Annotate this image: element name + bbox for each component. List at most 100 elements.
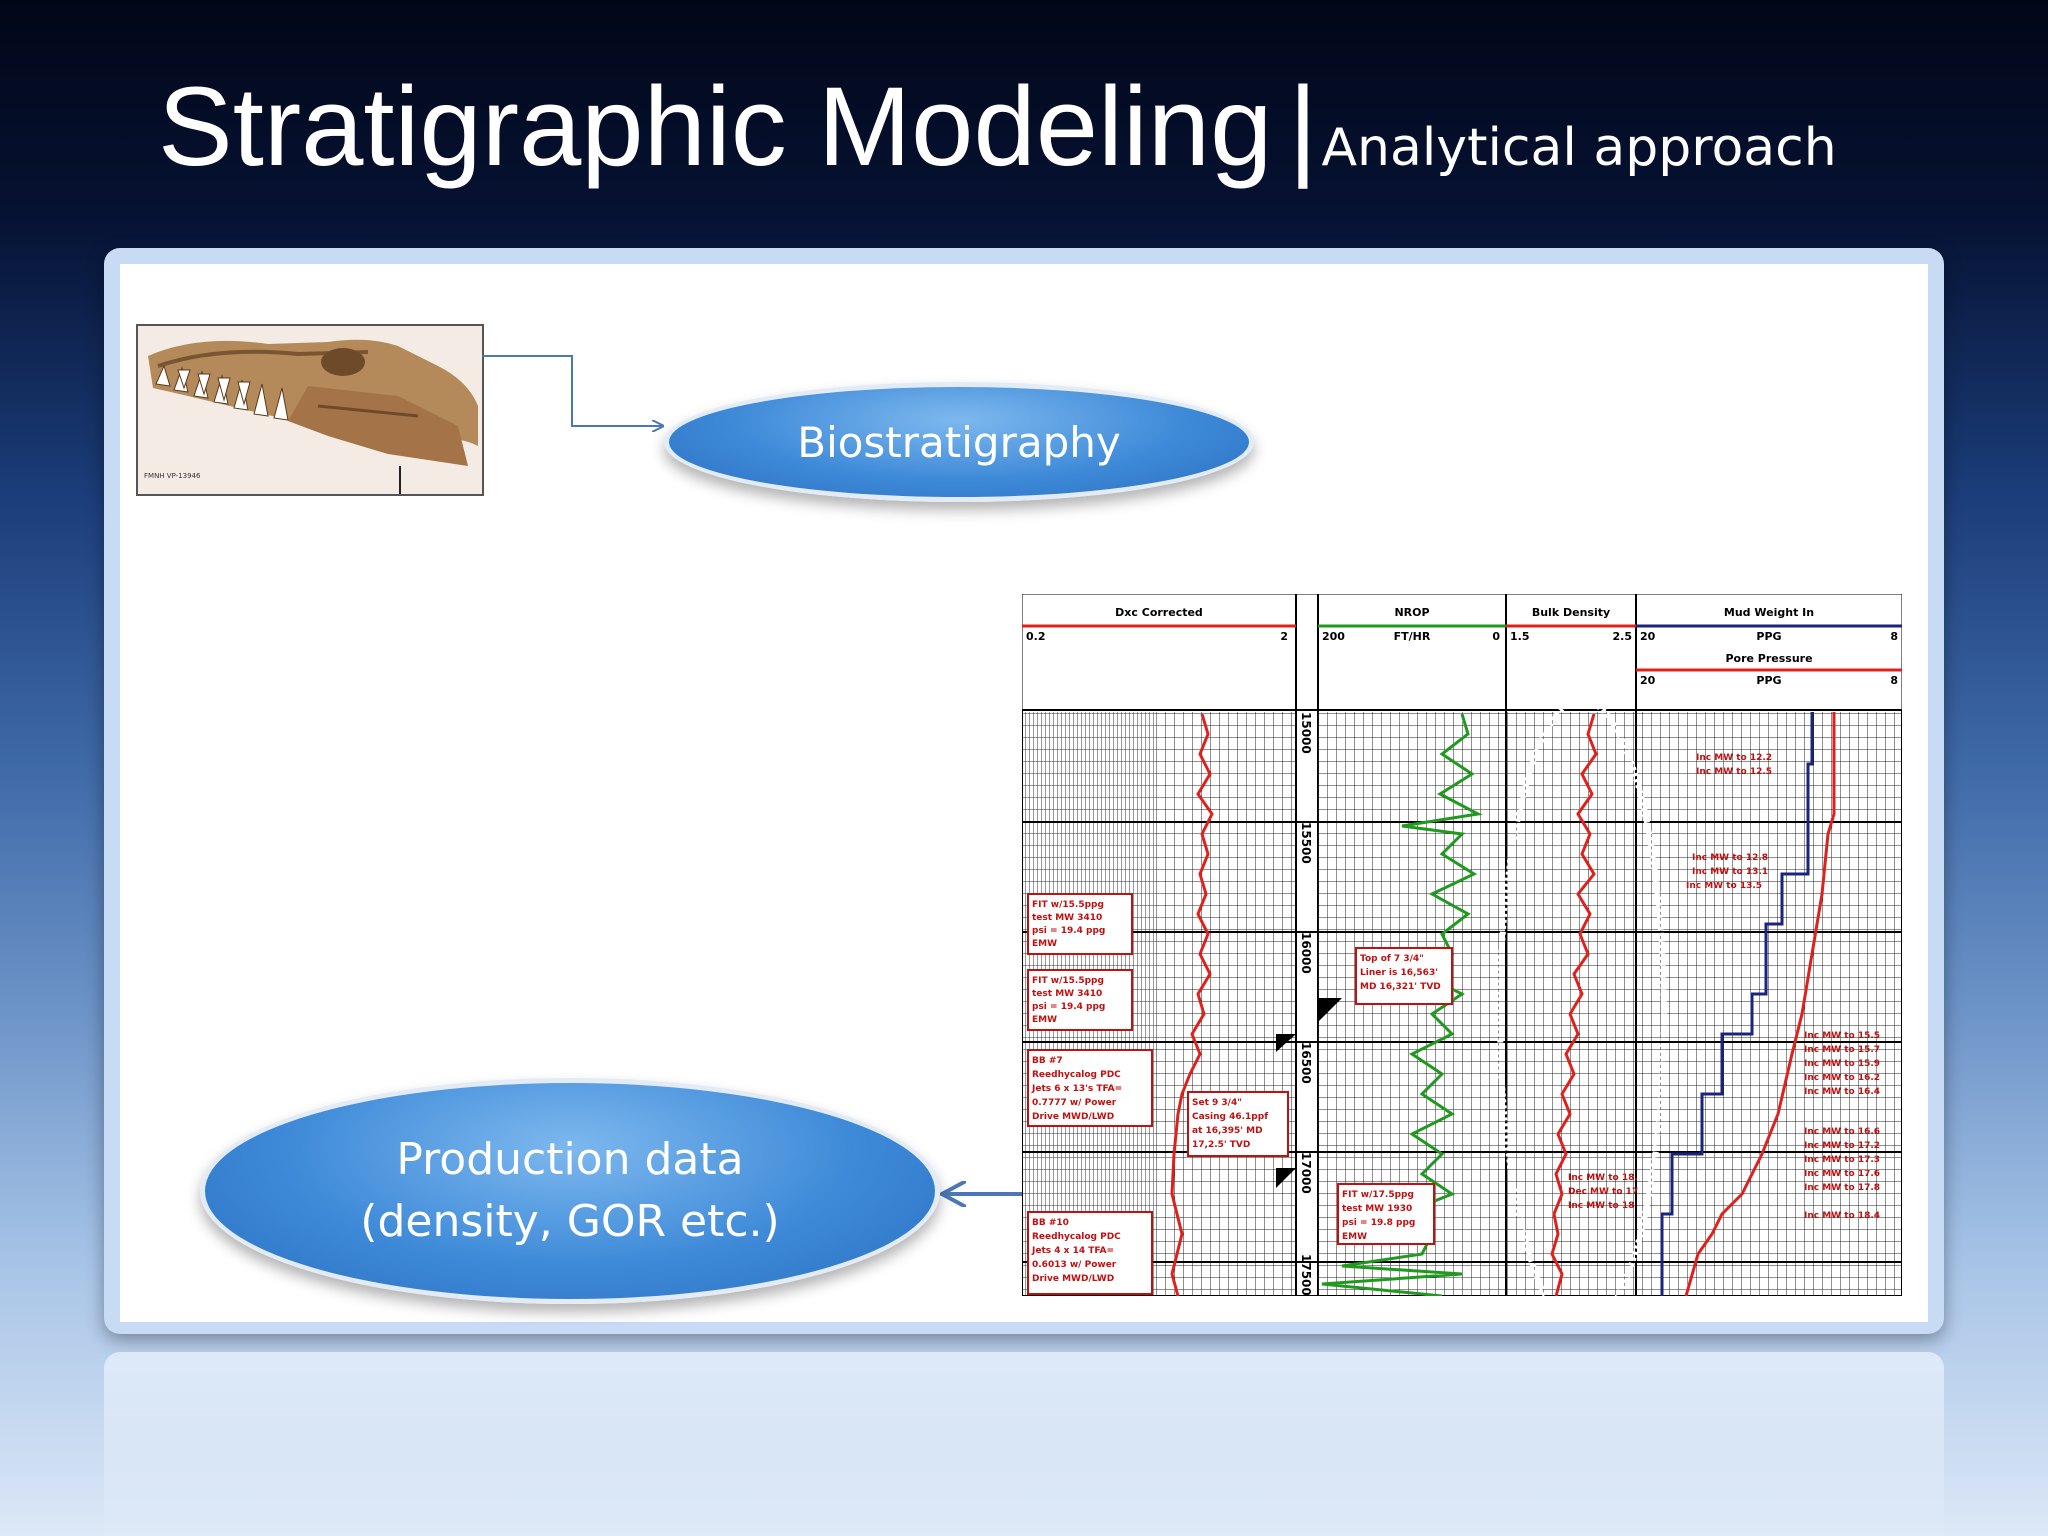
production-label-line2: (density, GOR etc.) <box>360 1196 780 1247</box>
mud-weight-unit: PPG <box>1756 630 1781 643</box>
svg-text:Inc MW to 16.4: Inc MW to 16.4 <box>1804 1087 1880 1097</box>
svg-text:Inc MW to 12.8: Inc MW to 12.8 <box>1692 853 1768 863</box>
svg-text:Inc MW to 18.: Inc MW to 18. <box>1568 1173 1638 1183</box>
svg-text:Inc MW to 13.1: Inc MW to 13.1 <box>1692 867 1768 877</box>
mw-notes-top: Inc MW to 12.2 Inc MW to 12.5 <box>1696 753 1772 777</box>
liner-note: Top of 7 3/4" Liner is 16,563' MD 16,321… <box>1355 947 1453 1005</box>
production-data-bubble: Production data (density, GOR etc.) <box>200 1078 940 1304</box>
bio-connector-arrow <box>482 355 662 426</box>
svg-text:Inc MW to 13.5: Inc MW to 13.5 <box>1686 881 1762 891</box>
svg-text:Inc MW to 15.5: Inc MW to 15.5 <box>1804 1031 1880 1041</box>
mw-notes-density: Inc MW to 18. Dec MW to 17 Inc MW to 18 <box>1568 1173 1638 1211</box>
bit-note-7: BB #7 Reedhycalog PDC Jets 6 x 13's TFA=… <box>1027 1049 1153 1127</box>
skull-caption: FMNH VP-13946 <box>144 472 201 480</box>
nrop-max: 0 <box>1492 630 1500 643</box>
pore-pressure-title: Pore Pressure <box>1725 652 1812 665</box>
biostratigraphy-label: Biostratigraphy <box>797 417 1121 467</box>
mud-weight-min: 20 <box>1640 630 1656 643</box>
bulk-density-max: 2.5 <box>1613 630 1633 643</box>
mw-notes-right: Inc MW to 15.5 Inc MW to 15.7 Inc MW to … <box>1804 1031 1880 1221</box>
svg-text:BB #10: BB #10 <box>1032 1218 1069 1228</box>
svg-text:MD 16,321' TVD: MD 16,321' TVD <box>1360 982 1441 992</box>
nrop-min: 200 <box>1322 630 1345 643</box>
pore-pressure-unit: PPG <box>1756 674 1781 687</box>
svg-text:Inc MW to 17.2: Inc MW to 17.2 <box>1804 1141 1880 1151</box>
nrop-unit: FT/HR <box>1394 630 1431 643</box>
svg-text:Casing 46.1ppf: Casing 46.1ppf <box>1192 1112 1268 1122</box>
dxc-min: 0.2 <box>1026 630 1046 643</box>
svg-text:Drive MWD/LWD: Drive MWD/LWD <box>1032 1112 1114 1122</box>
svg-text:Dec MW to 17: Dec MW to 17 <box>1568 1187 1638 1197</box>
dxc-linear-grid <box>1156 712 1296 1296</box>
svg-text:EMW: EMW <box>1342 1232 1367 1242</box>
svg-text:Reedhycalog PDC: Reedhycalog PDC <box>1032 1232 1121 1242</box>
svg-text:Inc MW to 15.7: Inc MW to 15.7 <box>1804 1045 1880 1055</box>
frame-reflection <box>104 1352 1944 1536</box>
svg-text:Drive MWD/LWD: Drive MWD/LWD <box>1032 1274 1114 1284</box>
svg-text:Inc MW to 18: Inc MW to 18 <box>1568 1201 1634 1211</box>
title-separator: | <box>1288 64 1318 189</box>
svg-text:test MW 1930: test MW 1930 <box>1342 1204 1412 1214</box>
svg-text:Jets 4 x 14 TFA=: Jets 4 x 14 TFA= <box>1031 1246 1114 1256</box>
svg-text:psi = 19.4 ppg: psi = 19.4 ppg <box>1032 926 1105 936</box>
svg-text:psi = 19.8 ppg: psi = 19.8 ppg <box>1342 1218 1415 1228</box>
dxc-max: 2 <box>1280 630 1288 643</box>
fit-note-1: FIT w/15.5ppg test MW 3410 psi = 19.4 pp… <box>1027 893 1133 955</box>
dxc-track-title: Dxc Corrected <box>1115 606 1203 619</box>
svg-text:FIT w/15.5ppg: FIT w/15.5ppg <box>1032 900 1104 910</box>
svg-text:test MW 3410: test MW 3410 <box>1032 913 1102 923</box>
svg-text:Set 9 3/4": Set 9 3/4" <box>1192 1098 1242 1108</box>
bit-note-10: BB #10 Reedhycalog PDC Jets 4 x 14 TFA= … <box>1027 1211 1153 1295</box>
svg-text:Jets 6 x 13's TFA=: Jets 6 x 13's TFA= <box>1031 1084 1122 1094</box>
svg-text:Inc MW to 12.2: Inc MW to 12.2 <box>1696 753 1772 763</box>
svg-text:Inc MW to 18.4: Inc MW to 18.4 <box>1804 1211 1880 1221</box>
biostratigraphy-bubble: Biostratigraphy <box>664 382 1254 502</box>
dxc-curve <box>1170 713 1214 1296</box>
depth-label: 15500 <box>1299 822 1313 864</box>
svg-text:Inc MW to 16.2: Inc MW to 16.2 <box>1804 1073 1880 1083</box>
svg-text:Inc MW to 15.9: Inc MW to 15.9 <box>1804 1059 1880 1069</box>
svg-text:BB #7: BB #7 <box>1032 1056 1063 1066</box>
svg-text:Inc MW to 16.6: Inc MW to 16.6 <box>1804 1127 1880 1137</box>
density-grid <box>1506 712 1636 1296</box>
pore-pressure-min: 20 <box>1640 674 1656 687</box>
bulk-density-min: 1.5 <box>1510 630 1530 643</box>
casing-note: Set 9 3/4" Casing 46.1ppf at 16,395' MD … <box>1187 1091 1289 1157</box>
skull-photo: FMNH VP-13946 <box>136 324 484 496</box>
fit-note-2: FIT w/15.5ppg test MW 3410 psi = 19.4 pp… <box>1027 969 1133 1031</box>
svg-text:Top of 7 3/4": Top of 7 3/4" <box>1360 954 1424 964</box>
mw-notes-mid: Inc MW to 12.8 Inc MW to 13.1 Inc MW to … <box>1686 853 1768 891</box>
mud-weight-curve <box>1660 712 1814 1296</box>
svg-text:at 16,395' MD: at 16,395' MD <box>1192 1126 1263 1136</box>
svg-text:0.6013 w/ Power: 0.6013 w/ Power <box>1032 1260 1117 1270</box>
mud-weight-title: Mud Weight In <box>1724 606 1814 619</box>
svg-text:FIT w/17.5ppg: FIT w/17.5ppg <box>1342 1190 1414 1200</box>
title-subtitle: Analytical approach <box>1321 118 1837 178</box>
depth-label: 16000 <box>1299 932 1313 974</box>
svg-text:Inc MW to 12.5: Inc MW to 12.5 <box>1696 767 1772 777</box>
svg-text:EMW: EMW <box>1032 939 1057 949</box>
nrop-track-title: NROP <box>1394 606 1429 619</box>
depth-label: 17000 <box>1299 1152 1313 1194</box>
well-log-chart: Dxc Corrected 0.2 2 NROP 200 FT/HR 0 Bul… <box>1022 594 1902 1296</box>
mud-weight-max: 8 <box>1890 630 1898 643</box>
pore-pressure-max: 8 <box>1890 674 1898 687</box>
svg-text:psi = 19.4 ppg: psi = 19.4 ppg <box>1032 1002 1105 1012</box>
depth-label: 16500 <box>1299 1042 1313 1084</box>
svg-text:FIT w/15.5ppg: FIT w/15.5ppg <box>1032 976 1104 986</box>
production-label-line1: Production data <box>396 1134 744 1186</box>
svg-text:Inc MW to 17.8: Inc MW to 17.8 <box>1804 1183 1880 1193</box>
depth-label: 15000 <box>1299 712 1313 754</box>
svg-text:Liner is 16,563': Liner is 16,563' <box>1360 968 1438 978</box>
svg-text:test MW 3410: test MW 3410 <box>1032 989 1102 999</box>
depth-label: 17500 <box>1299 1254 1313 1296</box>
mud-weight-grid <box>1636 712 1902 1296</box>
fit-note-3: FIT w/17.5ppg test MW 1930 psi = 19.8 pp… <box>1337 1183 1435 1245</box>
density-highlight-ellipse <box>1497 697 1667 1296</box>
svg-text:Reedhycalog PDC: Reedhycalog PDC <box>1032 1070 1121 1080</box>
svg-text:EMW: EMW <box>1032 1015 1057 1025</box>
bulk-density-curve <box>1550 713 1598 1296</box>
svg-text:Inc MW to 17.3: Inc MW to 17.3 <box>1804 1155 1880 1165</box>
svg-text:17,2.5' TVD: 17,2.5' TVD <box>1192 1140 1250 1150</box>
skull-illustration <box>148 339 478 494</box>
